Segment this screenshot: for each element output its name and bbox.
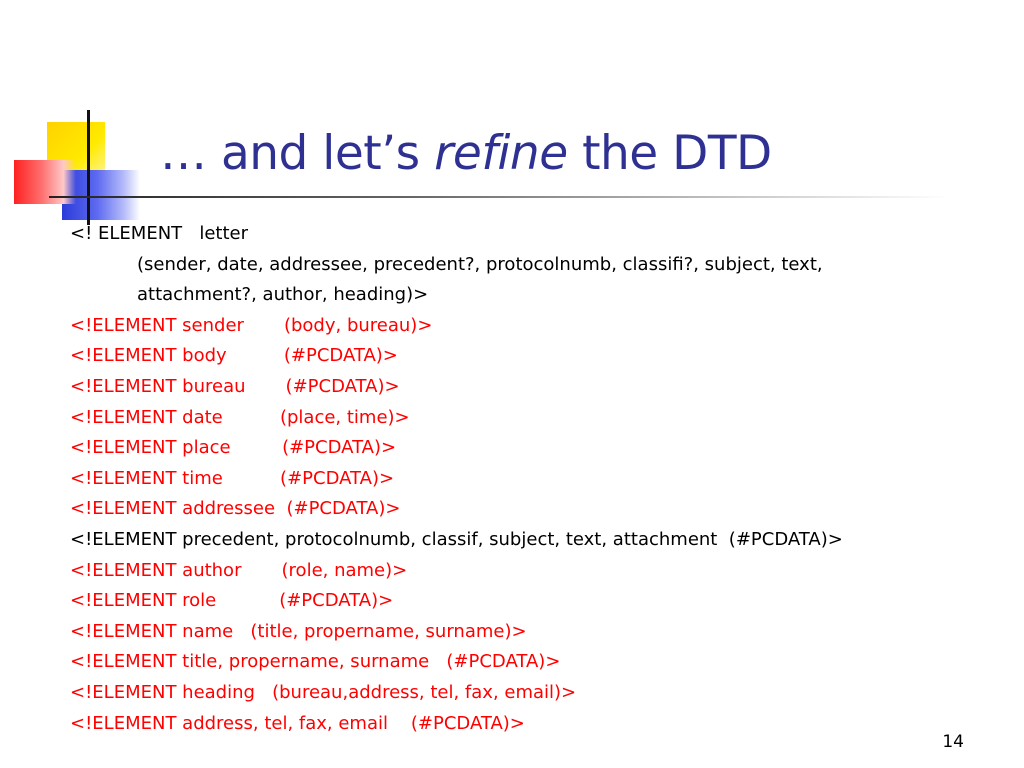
dtd-line: <! ELEMENT letter <box>70 223 248 244</box>
title-underline <box>49 196 949 198</box>
slide-logo-decoration <box>0 0 140 230</box>
page-number: 14 <box>942 732 964 752</box>
dtd-line: <!ELEMENT name (title, propername, surna… <box>70 620 527 642</box>
dtd-line: <!ELEMENT address, tel, fax, email (#PCD… <box>70 712 525 734</box>
dtd-line: attachment?, author, heading)> <box>137 284 429 306</box>
dtd-line: <!ELEMENT body (#PCDATA)> <box>70 345 398 367</box>
dtd-line: <!ELEMENT title, propername, surname (#P… <box>70 651 561 673</box>
dtd-line: <!ELEMENT date (place, time)> <box>70 406 410 428</box>
title-emphasis: refine <box>434 126 568 181</box>
dtd-code-block: <! ELEMENT letter (sender, date, addresse… <box>70 219 843 739</box>
dtd-line: (sender, date, addressee, precedent?, pr… <box>137 253 823 275</box>
title-suffix: the DTD <box>567 126 772 181</box>
dtd-line: <!ELEMENT precedent, protocolnumb, class… <box>70 528 843 550</box>
dtd-line: <!ELEMENT place (#PCDATA)> <box>70 437 397 459</box>
dtd-line: <!ELEMENT time (#PCDATA)> <box>70 467 395 489</box>
dtd-line: <!ELEMENT role (#PCDATA)> <box>70 590 394 612</box>
slide-title: … and let’s refine the DTD <box>160 126 772 181</box>
dtd-line: <!ELEMENT addressee (#PCDATA)> <box>70 498 401 520</box>
dtd-line: <!ELEMENT sender (body, bureau)> <box>70 314 433 336</box>
dtd-line: <!ELEMENT bureau (#PCDATA)> <box>70 375 400 397</box>
vertical-rule <box>87 110 90 225</box>
dtd-line: <!ELEMENT author (role, name)> <box>70 559 408 581</box>
dtd-line: <!ELEMENT heading (bureau,address, tel, … <box>70 681 577 703</box>
title-prefix: … and let’s <box>160 126 435 181</box>
